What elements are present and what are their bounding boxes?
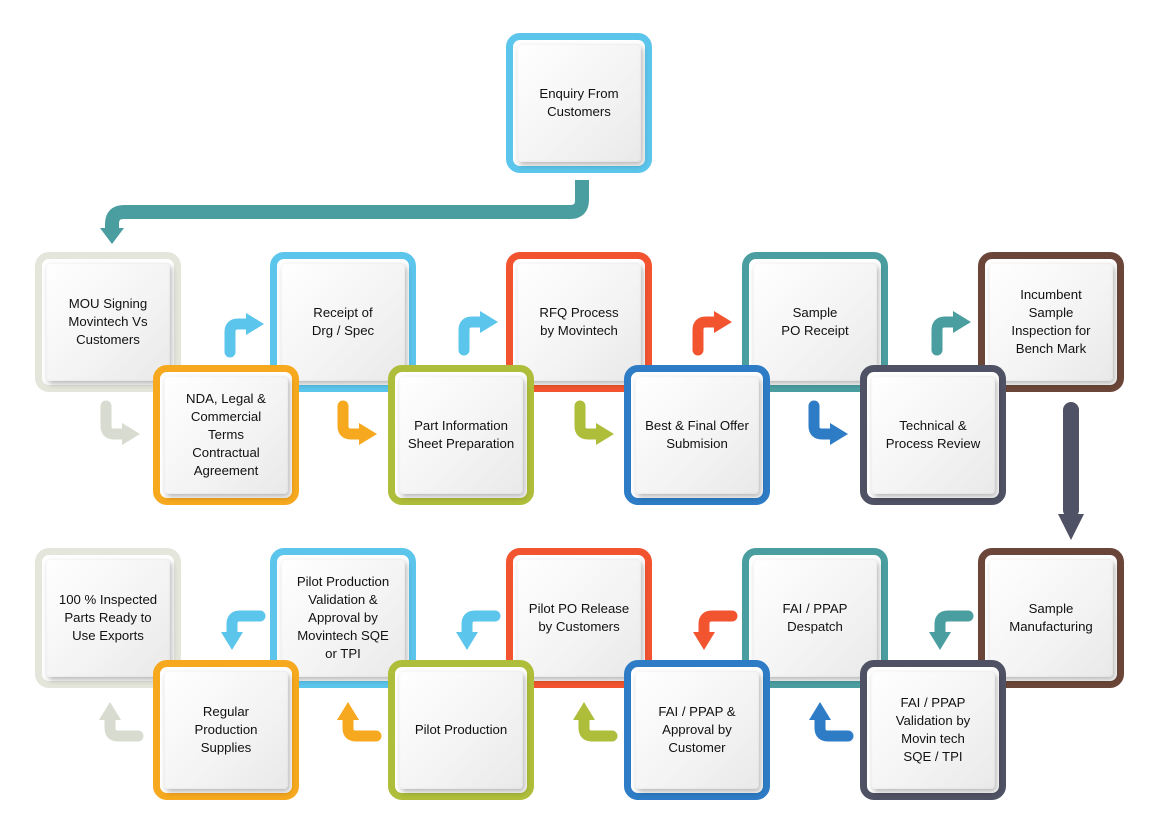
step-best-final: Best & Final Offer Submision	[624, 365, 770, 505]
step-receipt-drg: Receipt of Drg / Spec	[270, 252, 416, 392]
step-incumbent: Incumbent Sample Inspection for Bench Ma…	[978, 252, 1124, 392]
arrow-down-right-grey	[100, 400, 140, 445]
arrow-up-left-grey	[99, 702, 144, 742]
step-enquiry: Enquiry From Customers	[506, 33, 652, 173]
step-nda-label: NDA, Legal & Commercial Terms Contractua…	[186, 391, 266, 478]
arrow-left-down-teal	[929, 610, 974, 650]
step-pilot-production-label: Pilot Production	[414, 722, 508, 737]
arrow-up-left-blue	[809, 702, 854, 742]
step-pilot-po-label: Pilot PO Release by Customers	[528, 601, 630, 634]
step-fai-approval: FAI / PPAP & Approval by Customer	[624, 660, 770, 800]
step-technical: Technical & Process Review	[860, 365, 1006, 505]
step-best-final-label: Best & Final Offer Submision	[645, 418, 749, 451]
step-receipt-drg-label: Receipt of Drg / Spec	[311, 305, 375, 338]
step-pilot-validation: Pilot Production Validation & Approval b…	[270, 548, 416, 688]
arrow-down-right-orange	[337, 400, 377, 445]
arrow-up-right-cyan-1	[224, 313, 264, 358]
step-mou-label: MOU Signing Movintech Vs Customers	[68, 296, 148, 347]
step-fai-despatch: FAI / PPAP Despatch	[742, 548, 888, 688]
step-rfq-label: RFQ Process by Movintech	[539, 305, 619, 338]
connector-arrow-incumbent-to-sample-mfg	[1058, 402, 1084, 540]
arrow-left-down-red	[693, 610, 738, 650]
arrow-down-right-blue	[808, 400, 848, 445]
step-fai-validation-label: FAI / PPAP Validation by Movin tech SQE …	[895, 695, 971, 764]
arrow-up-right-teal	[931, 311, 971, 356]
step-regular-supplies: Regular Production Supplies	[153, 660, 299, 800]
step-fai-approval-label: FAI / PPAP & Approval by Customer	[658, 704, 736, 755]
arrow-left-down-cyan-1	[456, 610, 501, 650]
step-nda: NDA, Legal & Commercial Terms Contractua…	[153, 365, 299, 505]
step-inspected-parts-label: 100 % Inspected Parts Ready to Use Expor…	[58, 592, 158, 643]
step-part-info: Part Information Sheet Preparation	[388, 365, 534, 505]
step-pilot-production: Pilot Production	[388, 660, 534, 800]
step-incumbent-label: Incumbent Sample Inspection for Bench Ma…	[1011, 287, 1091, 356]
step-technical-label: Technical & Process Review	[885, 418, 981, 451]
step-regular-supplies-label: Regular Production Supplies	[194, 704, 258, 755]
step-pilot-po: Pilot PO Release by Customers	[506, 548, 652, 688]
step-fai-validation: FAI / PPAP Validation by Movin tech SQE …	[860, 660, 1006, 800]
arrow-down-right-olive	[574, 400, 614, 445]
arrow-up-left-orange	[337, 702, 382, 742]
arrow-up-right-red	[692, 311, 732, 356]
step-part-info-label: Part Information Sheet Preparation	[407, 418, 515, 451]
step-sample-po-label: Sample PO Receipt	[781, 305, 849, 338]
step-sample-mfg-label: Sample Manufacturing	[1009, 601, 1093, 634]
step-fai-despatch-label: FAI / PPAP Despatch	[782, 601, 848, 634]
arrow-up-left-olive	[573, 702, 618, 742]
step-pilot-validation-label: Pilot Production Validation & Approval b…	[296, 574, 390, 661]
arrow-left-down-cyan-2	[221, 610, 266, 650]
step-enquiry-label: Enquiry From Customers	[539, 86, 619, 119]
arrow-up-right-cyan-2	[458, 311, 498, 356]
connector-arrow-enquiry-to-mou	[100, 180, 589, 244]
